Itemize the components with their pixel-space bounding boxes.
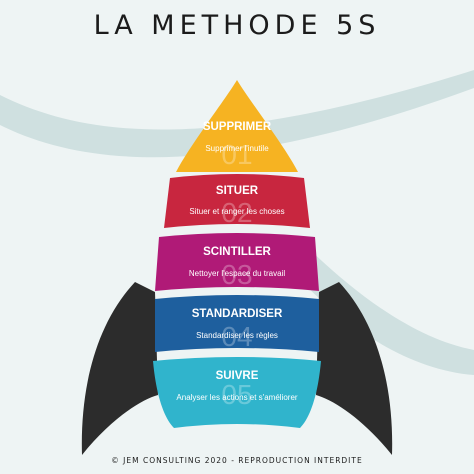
step-description: Analyser les actions et s'améliorer — [176, 393, 297, 402]
step-title: SUIVRE — [216, 370, 259, 382]
step-title: SITUER — [216, 185, 259, 197]
step-3-scintiller: 03 SCINTILLER Nettoyer l'espace du trava… — [155, 233, 319, 291]
right-fin — [316, 282, 393, 455]
step-band — [155, 295, 319, 352]
background-swoosh — [300, 240, 474, 375]
step-2-situer: 02 SITUER Situer et ranger les choses — [164, 174, 310, 228]
step-number: 05 — [221, 379, 252, 410]
step-description: Situer et ranger les choses — [189, 207, 284, 216]
step-description: Standardiser les règles — [196, 331, 278, 340]
step-description: Nettoyer l'espace du travail — [189, 269, 285, 278]
page-title: LA METHODE 5S — [93, 10, 381, 41]
step-band — [176, 80, 298, 172]
background-swoosh — [0, 70, 474, 158]
step-number: 03 — [221, 259, 252, 290]
step-1-supprimer: 01 SUPPRIMER Supprimer l'inutile — [176, 80, 298, 172]
step-5-suivre: 05 SUIVRE Analyser les actions et s'amél… — [153, 357, 321, 428]
step-title: SCINTILLER — [203, 246, 271, 258]
step-4-standardiser: 04 STANDARDISER Standardiser les règles — [155, 295, 319, 352]
step-band — [164, 174, 310, 228]
step-band — [155, 233, 319, 291]
step-number: 01 — [221, 139, 252, 170]
step-number: 02 — [221, 197, 252, 228]
step-band — [153, 357, 321, 428]
step-number: 04 — [221, 321, 252, 352]
copyright-footer: © JEM CONSULTING 2020 - REPRODUCTION INT… — [111, 456, 363, 465]
left-fin — [81, 282, 158, 455]
step-title: STANDARDISER — [192, 308, 283, 320]
step-description: Supprimer l'inutile — [205, 144, 269, 153]
step-title: SUPPRIMER — [203, 121, 272, 133]
